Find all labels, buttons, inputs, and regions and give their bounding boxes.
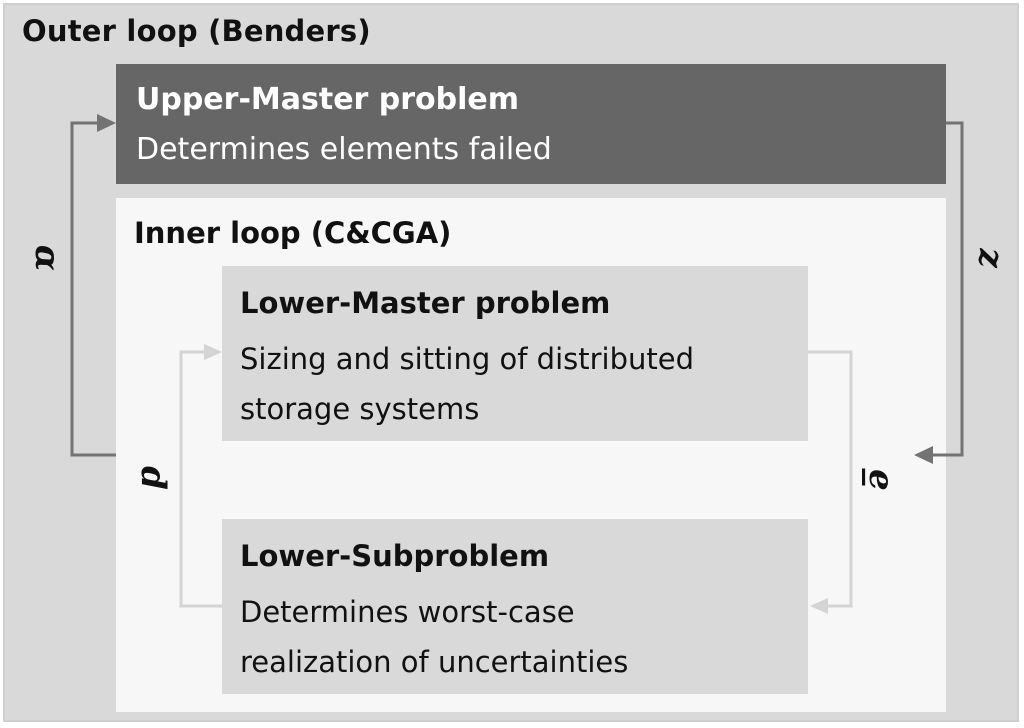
e-bar-arrow-line bbox=[808, 350, 853, 608]
alpha-label: α bbox=[27, 245, 67, 271]
lower-master-line-1: Sizing and sitting of distributed bbox=[240, 342, 695, 376]
alpha-arrow-head bbox=[97, 114, 116, 132]
alpha-arrow-line bbox=[70, 121, 116, 457]
e-bar-label: e̲ bbox=[861, 468, 901, 490]
z-arrow-head bbox=[914, 446, 933, 464]
lower-subproblem-line-1: Determines worst-case bbox=[240, 595, 575, 629]
lower-master-line-2: storage systems bbox=[240, 392, 480, 426]
d-label: d bbox=[133, 466, 173, 490]
upper-master-box: Upper-Master problem Determines elements… bbox=[116, 64, 946, 184]
lower-master-description: Sizing and sitting of distributed storag… bbox=[240, 334, 694, 434]
lower-subproblem-title: Lower-Subproblem bbox=[240, 539, 550, 573]
upper-master-description: Determines elements failed bbox=[136, 132, 552, 167]
upper-master-title: Upper-Master problem bbox=[136, 82, 520, 117]
lower-subproblem-description: Determines worst-case realization of unc… bbox=[240, 587, 628, 687]
z-label: z bbox=[971, 247, 1011, 268]
lower-master-title: Lower-Master problem bbox=[240, 286, 611, 320]
outer-loop-title: Outer loop (Benders) bbox=[22, 14, 371, 48]
d-arrow-head bbox=[204, 344, 222, 360]
d-arrow-line bbox=[179, 350, 222, 608]
lower-subproblem-box: Lower-Subproblem Determines worst-case r… bbox=[222, 519, 808, 694]
lower-subproblem-line-2: realization of uncertainties bbox=[240, 645, 629, 679]
z-arrow-line bbox=[932, 121, 964, 457]
lower-master-box: Lower-Master problem Sizing and sitting … bbox=[222, 266, 808, 441]
e-bar-arrow-head bbox=[810, 598, 828, 614]
inner-loop-title: Inner loop (C&CGA) bbox=[134, 216, 452, 250]
